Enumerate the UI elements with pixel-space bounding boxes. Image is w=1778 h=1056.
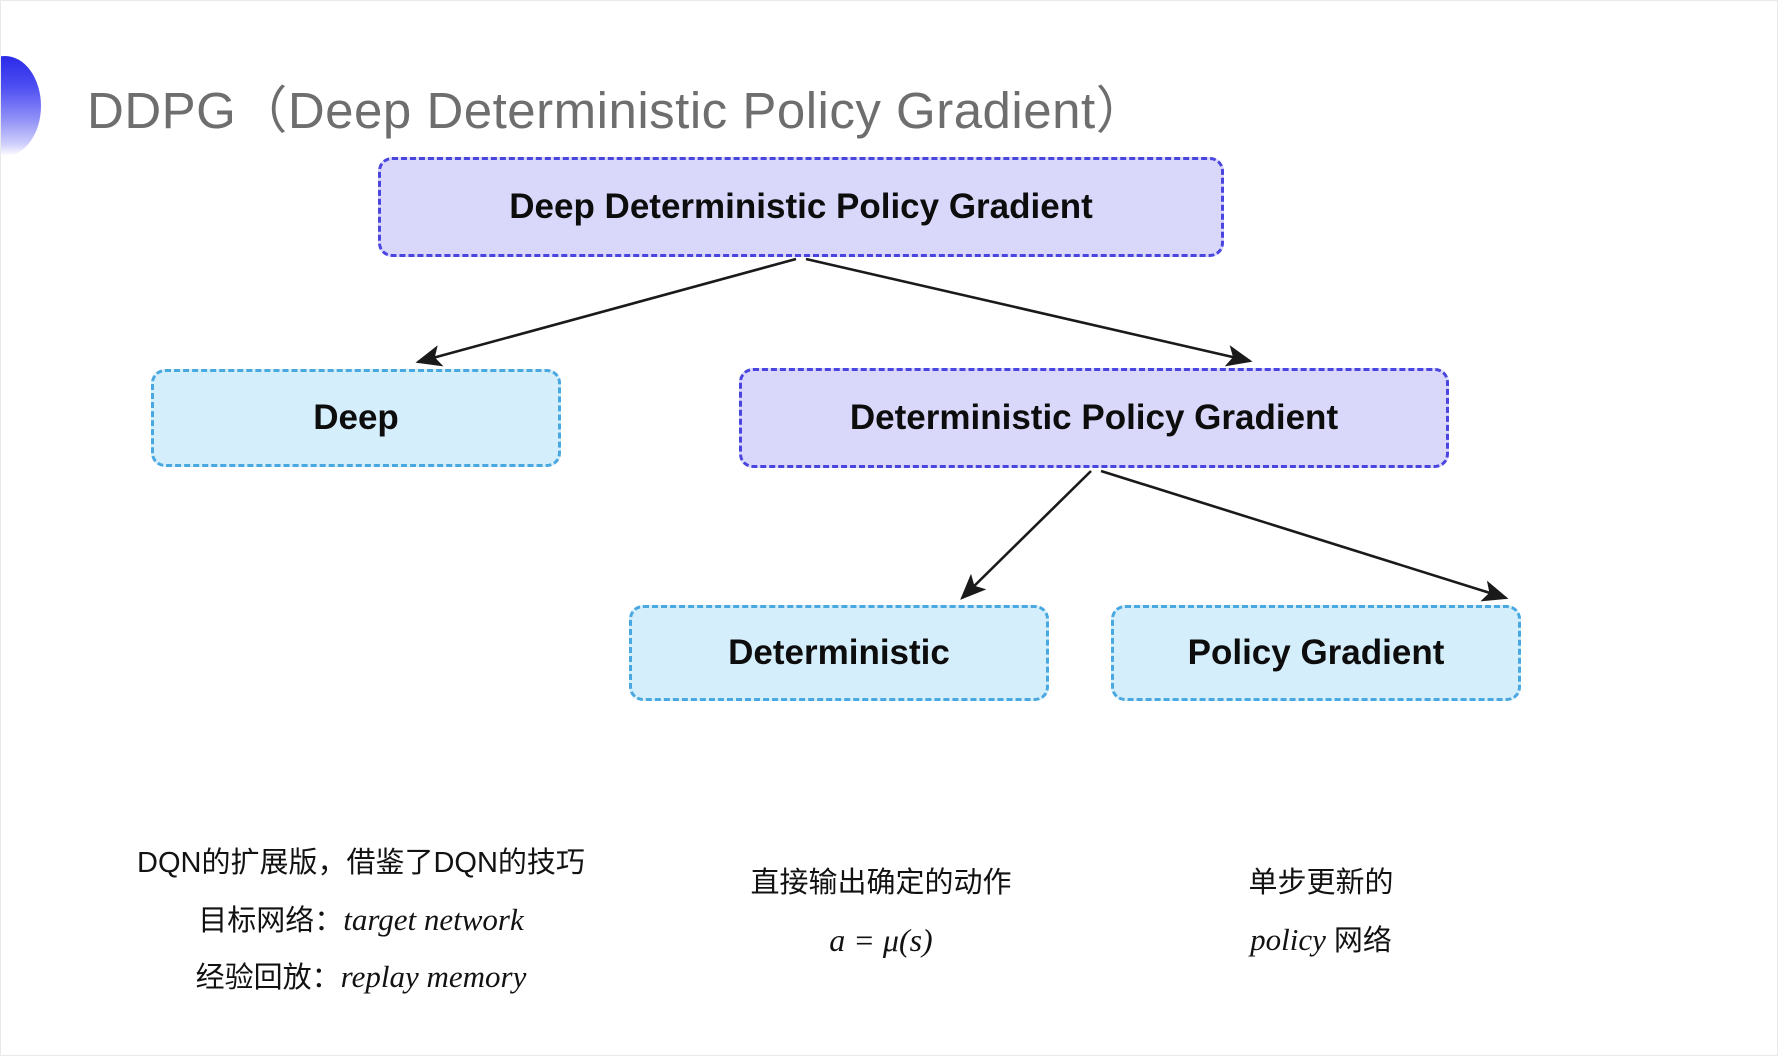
edge-root-to-dpg: [805, 257, 1253, 367]
caption-deep-line-2-label: 目标网络：: [198, 904, 344, 937]
caption-deep-line-3: 经验回放：replay memory: [91, 948, 631, 1006]
caption-policy-gradient: 单步更新的 policy 网络: [1151, 857, 1491, 968]
node-deterministic-policy-gradient[interactable]: Deterministic Policy Gradient: [739, 368, 1449, 468]
node-deep[interactable]: Deep: [151, 369, 561, 467]
caption-deep-line-3-term: replay memory: [340, 959, 527, 995]
edge-dpg-to-policy-gradient: [1100, 469, 1509, 602]
caption-deterministic-line-1: 直接输出确定的动作: [750, 867, 1012, 899]
node-deterministic[interactable]: Deterministic: [629, 605, 1049, 701]
caption-deep-line-3-label: 经验回放：: [195, 962, 341, 995]
caption-deep-line-1: DQN的扩展版，借鉴了DQN的技巧: [137, 847, 585, 879]
node-policy-gradient[interactable]: Policy Gradient: [1111, 605, 1521, 701]
caption-policy-gradient-line-1: 单步更新的: [1248, 867, 1394, 899]
caption-deep-line-2-term: target network: [343, 901, 524, 937]
caption-deep-line-2: 目标网络：target network: [91, 891, 631, 949]
edge-dpg-to-deterministic: [960, 470, 1092, 600]
caption-policy-gradient-suffix: 网络: [1325, 924, 1392, 957]
caption-policy-gradient-line-2: policy 网络: [1151, 911, 1491, 969]
blue-half-circle-bullet-icon: [1, 56, 41, 156]
caption-deterministic-formula: a = μ(s): [829, 921, 933, 958]
edge-root-to-deep: [415, 257, 797, 367]
caption-deep: DQN的扩展版，借鉴了DQN的技巧 目标网络：target network 经验…: [91, 837, 631, 1006]
page-title: DDPG（Deep Deterministic Policy Gradient）: [87, 82, 1148, 139]
caption-policy-gradient-term: policy: [1250, 921, 1326, 957]
caption-deterministic: 直接输出确定的动作 a = μ(s): [691, 857, 1071, 970]
node-deep-deterministic-policy-gradient[interactable]: Deep Deterministic Policy Gradient: [378, 157, 1224, 257]
